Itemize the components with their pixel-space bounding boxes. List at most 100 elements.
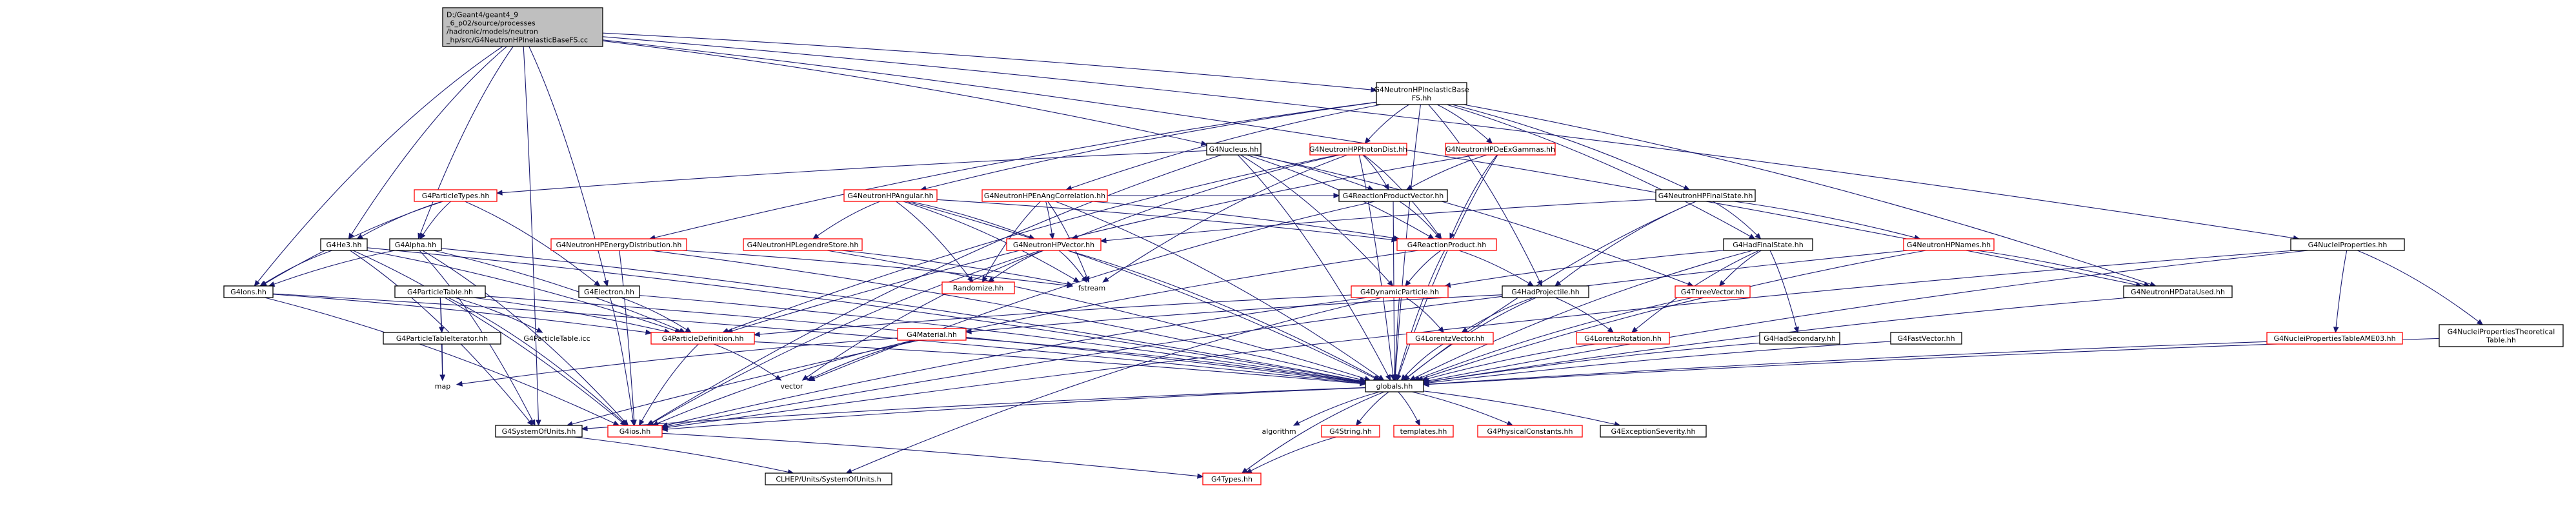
node-globals[interactable]: globals.hh — [1365, 380, 1424, 392]
dynparticle-label-0: G4DynamicParticle.hh — [1360, 288, 1439, 296]
edge-root-to-alpha — [418, 46, 514, 240]
photondist-label-0: G4NeutronHPPhotonDist.hh — [1309, 145, 1407, 154]
node-electron[interactable]: G4Electron.hh — [578, 285, 640, 298]
node-deexgammas[interactable]: G4NeutronHPDeExGammas.hh — [1445, 143, 1556, 156]
node-material[interactable]: G4Material.hh — [897, 328, 967, 341]
edge-hpvector-to-randomize — [987, 250, 1044, 283]
edge-nucleus-to-particletypes — [496, 150, 1207, 196]
physconst-label-0: G4PhysicalConstants.hh — [1487, 427, 1573, 436]
node-reactionproduct[interactable]: G4ReactionProduct.hh — [1396, 238, 1497, 251]
node-hpnames[interactable]: G4NeutronHPNames.hh — [1903, 238, 1995, 251]
node-legendre[interactable]: G4NeutronHPLegendreStore.hh — [743, 238, 863, 251]
node-he3[interactable]: G4He3.hh — [320, 238, 368, 251]
edge-photondist-to-hpvector — [1071, 154, 1340, 239]
dynparticle-box — [1351, 285, 1449, 298]
node-hadfinalstate[interactable]: G4HadFinalState.hh — [1723, 238, 1813, 251]
node-enangcorr[interactable]: G4NeutronHPEnAngCorrelation.hh — [981, 189, 1108, 202]
inelbase-label-1: FS.hh — [1412, 94, 1432, 103]
node-g4types[interactable]: G4Types.hh — [1202, 472, 1262, 485]
node-systemofunits[interactable]: G4SystemOfUnits.hh — [495, 425, 583, 438]
node-hadsecondary[interactable]: G4HadSecondary.hh — [1759, 332, 1840, 345]
node-fastvector[interactable]: G4FastVector.hh — [1890, 332, 1962, 345]
node-physconst[interactable]: G4PhysicalConstants.hh — [1477, 425, 1583, 438]
systemofunits-box — [495, 425, 583, 438]
clhep_units-box — [765, 472, 892, 485]
edge-globals-to-g4types — [1241, 391, 1385, 474]
node-rpvector[interactable]: G4ReactionProductVector.hh — [1338, 189, 1448, 202]
node-ameo3[interactable]: G4NucleiPropertiesTableAME03.hh — [2266, 332, 2403, 345]
node-hpvector[interactable]: G4NeutronHPVector.hh — [1006, 238, 1102, 251]
edge-he3-to-ions — [259, 250, 332, 287]
edge-inelbase-to-dataused — [1463, 104, 2157, 287]
he3-label-0: G4He3.hh — [327, 241, 362, 249]
hpvector-box — [1006, 238, 1102, 251]
angular-label-0: G4NeutronHPAngular.hh — [847, 192, 933, 200]
angular-box — [843, 189, 938, 202]
lorentzvector-box — [1406, 332, 1494, 345]
edge-root-to-nucleus — [602, 40, 1208, 147]
root-label-0: D:/Geant4/geant4_9 — [447, 11, 518, 19]
node-finalstate[interactable]: G4NeutronHPFinalState.hh — [1655, 189, 1756, 202]
edge-electron-to-particledef — [620, 297, 692, 333]
node-alpha[interactable]: G4Alpha.hh — [389, 238, 442, 251]
root-file-node[interactable]: D:/Geant4/geant4_9_6_p02/source/processe… — [442, 7, 603, 47]
node-lorentzrotation[interactable]: G4LorentzRotation.hh — [1576, 332, 1670, 345]
edge-globals-to-exceptionsev — [1423, 391, 1621, 427]
exceptionsev-box — [1600, 425, 1707, 438]
edge-hadprojectile-to-lorentzvector — [1461, 297, 1534, 333]
ions-box — [223, 285, 274, 298]
node-particletable[interactable]: G4ParticleTable.hh — [394, 285, 486, 298]
node-g4string[interactable]: G4String.hh — [1321, 425, 1380, 438]
node-inelbase[interactable]: G4NeutronHPInelasticBaseFS.hh — [1374, 82, 1469, 105]
dataused-box — [2123, 285, 2233, 298]
edge-dynparticle-to-ios — [661, 297, 1368, 428]
node-map: map — [435, 382, 450, 391]
edge-particledef-to-globals — [754, 341, 1367, 387]
node-angular[interactable]: G4NeutronHPAngular.hh — [843, 189, 938, 202]
rpvector-box — [1338, 189, 1448, 202]
node-randomize[interactable]: Randomize.hh — [941, 281, 1015, 294]
node-ptiterator[interactable]: G4ParticleTableIterator.hh — [383, 332, 501, 345]
node-dataused[interactable]: G4NeutronHPDataUsed.hh — [2123, 285, 2233, 298]
edge-root-to-he3 — [348, 46, 507, 240]
edge-alpha-to-systemofunits — [419, 250, 536, 427]
edge-hpvector-to-globals — [1067, 250, 1382, 381]
energydist-label-0: G4NeutronHPEnergyDistribution.hh — [556, 241, 682, 249]
node-clhep_units[interactable]: CLHEP/Units/SystemOfUnits.h — [765, 472, 892, 485]
node-particledef[interactable]: G4ParticleDefinition.hh — [650, 332, 755, 345]
edge-hpvector-to-fstream — [1058, 250, 1087, 283]
node-lorentzvector[interactable]: G4LorentzVector.hh — [1406, 332, 1494, 345]
hadfinalstate-label-0: G4HadFinalState.hh — [1733, 241, 1803, 249]
node-ios[interactable]: G4ios.hh — [607, 425, 663, 438]
node-nucleus[interactable]: G4Nucleus.hh — [1206, 143, 1262, 156]
electron-box — [578, 285, 640, 298]
edge-particletable-to-ptable_icc — [454, 297, 543, 333]
edge-globals-to-g4string — [1355, 391, 1389, 426]
node-nucleiprops[interactable]: G4NucleiProperties.hh — [2290, 238, 2405, 251]
ptiterator-box — [383, 332, 501, 345]
nucleiprops-label-0: G4NucleiProperties.hh — [2308, 241, 2388, 249]
edge-particletypes-to-electron — [465, 201, 601, 287]
alpha-box — [389, 238, 442, 251]
node-exceptionsev[interactable]: G4ExceptionSeverity.hh — [1600, 425, 1707, 438]
node-templates[interactable]: templates.hh — [1393, 425, 1454, 438]
node-energydist[interactable]: G4NeutronHPEnergyDistribution.hh — [550, 238, 687, 251]
he3-box — [320, 238, 368, 251]
node-hadprojectile[interactable]: G4HadProjectile.hh — [1502, 285, 1589, 298]
deexgammas-box — [1445, 143, 1556, 156]
edge-g4string-to-g4types — [1245, 436, 1336, 474]
node-ions[interactable]: G4Ions.hh — [223, 285, 274, 298]
edge-alpha-to-ions — [268, 250, 396, 287]
edge-nucleiprops-to-ameo3 — [2333, 250, 2348, 334]
g4types-box — [1202, 472, 1262, 485]
node-vector: vector — [781, 382, 803, 391]
randomize-label-0: Randomize.hh — [953, 284, 1004, 292]
edge-hpnames-to-ios — [661, 250, 1908, 429]
node-particletypes[interactable]: G4ParticleTypes.hh — [414, 189, 498, 202]
node-dynparticle[interactable]: G4DynamicParticle.hh — [1351, 285, 1449, 298]
edge-inelbase-to-deexgammas — [1436, 104, 1493, 144]
node-threevector[interactable]: G4ThreeVector.hh — [1675, 285, 1751, 298]
node-photondist[interactable]: G4NeutronHPPhotonDist.hh — [1309, 143, 1407, 156]
finalstate-label-0: G4NeutronHPFinalState.hh — [1658, 192, 1753, 200]
